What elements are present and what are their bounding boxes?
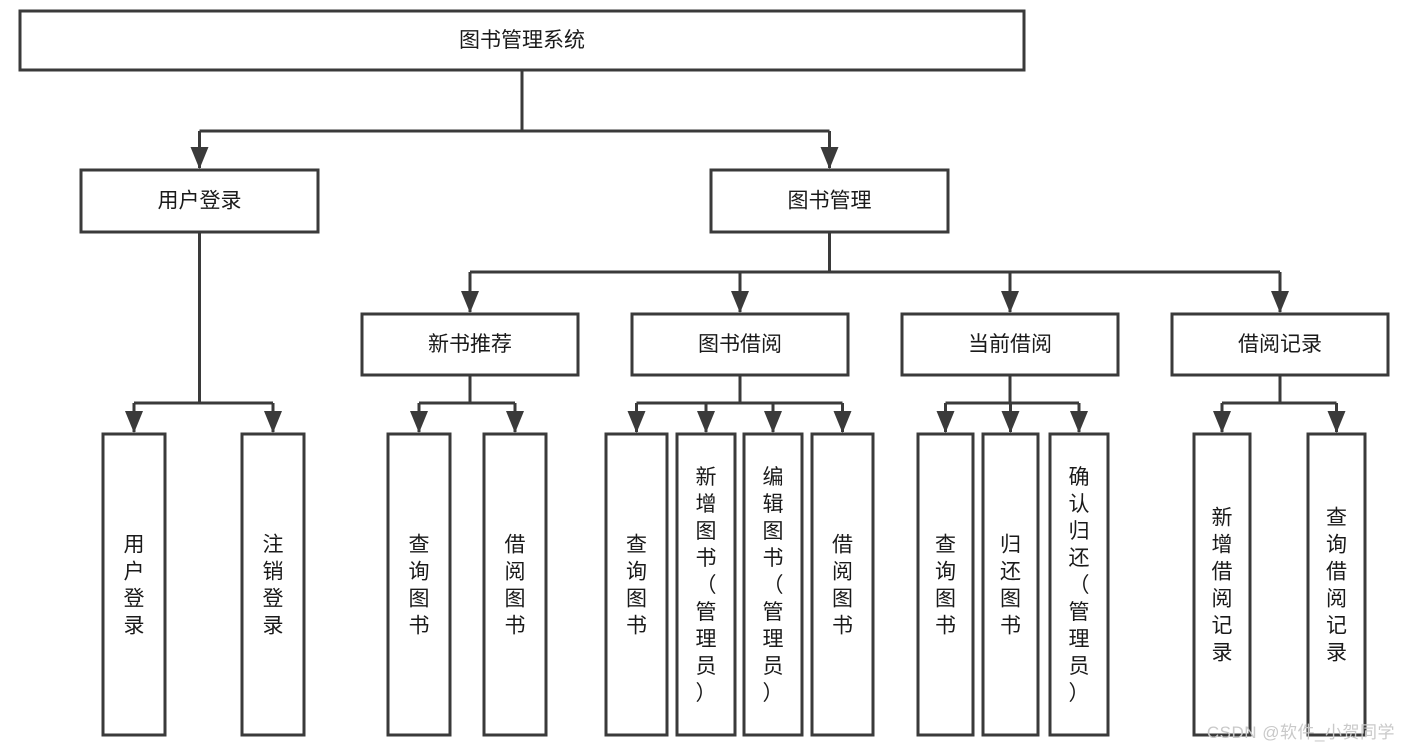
node-level2-用户登录-label: 用户登录 — [158, 190, 242, 213]
arrow-head-icon — [731, 291, 749, 313]
node-level3-新书推荐-label: 新书推荐 — [428, 333, 512, 356]
edge-group — [461, 232, 1289, 313]
node-level3-借阅记录-label: 借阅记录 — [1238, 333, 1322, 356]
node-level3-当前借阅-label: 当前借阅 — [968, 333, 1052, 356]
arrow-head-icon — [1271, 291, 1289, 313]
node-leaf-用户登录-注销登录-label: 注销登录 — [263, 534, 284, 638]
edge-group — [627, 375, 852, 433]
arrow-head-icon — [697, 411, 715, 433]
node-root-图书管理系统-box — [18, 9, 1026, 72]
node-leaf-当前借阅-归还图书-box — [981, 432, 1040, 737]
node-leaf-图书借阅-查询图书[interactable]: 查询图书 — [604, 432, 669, 737]
node-level3-新书推荐[interactable]: 新书推荐 — [360, 312, 580, 377]
node-leaf-当前借阅-查询图书[interactable]: 查询图书 — [916, 432, 975, 737]
node-leaf-当前借阅-确认归还管理员-box — [1048, 432, 1110, 737]
arrow-head-icon — [1070, 411, 1088, 433]
node-level2-用户登录[interactable]: 用户登录 — [79, 168, 320, 234]
node-layer: 图书管理系统用户登录图书管理新书推荐图书借阅当前借阅借阅记录用户登录注销登录查询… — [18, 9, 1390, 737]
node-level3-当前借阅[interactable]: 当前借阅 — [900, 312, 1120, 377]
connector-layer — [125, 70, 1346, 433]
node-leaf-图书借阅-借阅图书[interactable]: 借阅图书 — [810, 432, 875, 737]
node-leaf-图书借阅-新增图书管理员[interactable]: 新增图书（管理员） — [675, 432, 737, 737]
node-leaf-用户登录-用户登录-label: 用户登录 — [124, 534, 145, 638]
arrow-head-icon — [764, 411, 782, 433]
node-leaf-借阅记录-查询借阅记录[interactable]: 查询借阅记录 — [1306, 432, 1367, 737]
node-level3-当前借阅-box — [900, 312, 1120, 377]
node-leaf-新书推荐-借阅图书[interactable]: 借阅图书 — [482, 432, 548, 737]
node-leaf-图书借阅-查询图书-box — [604, 432, 669, 737]
node-level3-图书借阅-box — [630, 312, 850, 377]
arrow-head-icon — [506, 411, 524, 433]
node-leaf-图书借阅-编辑图书管理员[interactable]: 编辑图书（管理员） — [742, 432, 804, 737]
arrow-head-icon — [461, 291, 479, 313]
node-leaf-图书借阅-借阅图书-label: 借阅图书 — [832, 534, 853, 638]
edge-group — [125, 232, 282, 433]
arrow-head-icon — [1001, 411, 1020, 433]
arrow-head-icon — [1327, 411, 1346, 433]
node-leaf-图书借阅-新增图书管理员-box — [675, 432, 737, 737]
arrow-head-icon — [190, 147, 209, 169]
node-leaf-新书推荐-查询图书-box — [386, 432, 452, 737]
node-level3-图书借阅[interactable]: 图书借阅 — [630, 312, 850, 377]
node-leaf-借阅记录-查询借阅记录-label: 查询借阅记录 — [1326, 507, 1347, 665]
node-leaf-图书借阅-借阅图书-box — [810, 432, 875, 737]
arrow-head-icon — [627, 411, 646, 433]
arrow-head-icon — [820, 147, 839, 169]
node-leaf-图书借阅-新增图书管理员-label: 新增图书（管理员） — [696, 466, 717, 705]
arrow-head-icon — [264, 411, 282, 433]
node-leaf-图书借阅-编辑图书管理员-box — [742, 432, 804, 737]
csdn-watermark: CSDN @软件_小贺同学 — [1206, 723, 1395, 742]
node-leaf-新书推荐-查询图书[interactable]: 查询图书 — [386, 432, 452, 737]
node-leaf-当前借阅-归还图书[interactable]: 归还图书 — [981, 432, 1040, 737]
node-leaf-借阅记录-查询借阅记录-box — [1306, 432, 1367, 737]
arrow-head-icon — [1213, 411, 1231, 433]
arrow-head-icon — [125, 411, 143, 433]
node-leaf-当前借阅-确认归还管理员-label: 确认归还（管理员） — [1069, 466, 1090, 705]
node-level2-用户登录-box — [79, 168, 320, 234]
edge-group — [936, 375, 1088, 433]
node-leaf-图书借阅-查询图书-label: 查询图书 — [626, 534, 647, 638]
node-leaf-当前借阅-确认归还管理员[interactable]: 确认归还（管理员） — [1048, 432, 1110, 737]
edge-group — [410, 375, 524, 433]
node-root-图书管理系统[interactable]: 图书管理系统 — [18, 9, 1026, 72]
node-leaf-新书推荐-借阅图书-label: 借阅图书 — [505, 534, 526, 638]
node-level3-借阅记录-box — [1170, 312, 1390, 377]
node-leaf-用户登录-用户登录[interactable]: 用户登录 — [101, 432, 167, 737]
node-leaf-借阅记录-新增借阅记录-box — [1192, 432, 1252, 737]
arrow-head-icon — [410, 411, 428, 433]
node-level3-图书借阅-label: 图书借阅 — [698, 333, 782, 356]
arrow-head-icon — [936, 411, 955, 433]
node-leaf-图书借阅-编辑图书管理员-label: 编辑图书（管理员） — [763, 466, 784, 705]
node-leaf-借阅记录-新增借阅记录[interactable]: 新增借阅记录 — [1192, 432, 1252, 737]
node-root-图书管理系统-label: 图书管理系统 — [459, 29, 585, 52]
node-level3-借阅记录[interactable]: 借阅记录 — [1170, 312, 1390, 377]
arrow-head-icon — [833, 411, 852, 433]
arrow-head-icon — [1001, 291, 1019, 313]
node-level2-图书管理-box — [709, 168, 950, 234]
node-level2-图书管理[interactable]: 图书管理 — [709, 168, 950, 234]
node-leaf-用户登录-注销登录[interactable]: 注销登录 — [240, 432, 306, 737]
edge-group — [190, 70, 839, 169]
node-leaf-新书推荐-查询图书-label: 查询图书 — [409, 534, 430, 638]
node-level2-图书管理-label: 图书管理 — [788, 190, 872, 213]
node-leaf-借阅记录-新增借阅记录-label: 新增借阅记录 — [1212, 507, 1233, 665]
node-leaf-用户登录-注销登录-box — [240, 432, 306, 737]
node-leaf-用户登录-用户登录-box — [101, 432, 167, 737]
node-leaf-当前借阅-查询图书-box — [916, 432, 975, 737]
node-leaf-新书推荐-借阅图书-box — [482, 432, 548, 737]
edge-group — [1213, 375, 1346, 433]
node-leaf-当前借阅-查询图书-label: 查询图书 — [935, 534, 956, 638]
node-leaf-当前借阅-归还图书-label: 归还图书 — [1000, 534, 1021, 638]
node-level3-新书推荐-box — [360, 312, 580, 377]
